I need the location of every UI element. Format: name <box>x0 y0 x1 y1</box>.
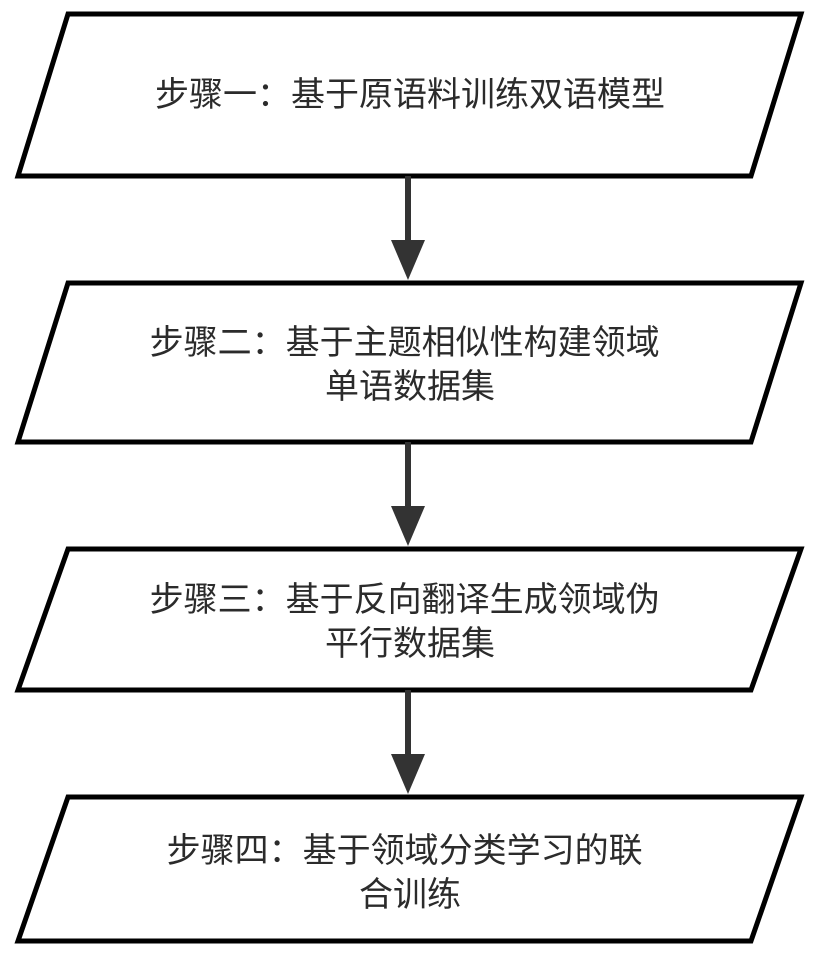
step-3-text: 步骤三：基于反向翻译生成领域伪 平行数据集 <box>150 580 671 664</box>
step-3: 步骤三：基于反向翻译生成领域伪 平行数据集 <box>14 546 805 693</box>
step-4-text: 步骤四：基于领域分类学习的联 合训练 <box>167 831 654 915</box>
step-4-line-2: 合训练 <box>359 875 461 915</box>
arrow-1-head <box>391 240 425 280</box>
arrow-step-1-to-2 <box>391 176 425 280</box>
arrow-step-3-to-4 <box>391 690 425 794</box>
step-2-text: 步骤二：基于主题相似性构建领域 单语数据集 <box>150 323 671 407</box>
step-2-line-1: 步骤二：基于主题相似性构建领域 <box>150 323 660 363</box>
arrow-3-head <box>391 754 425 794</box>
step-1-text: 步骤一：基于原语料训练双语模型 <box>155 75 665 115</box>
step-4-box <box>14 794 805 944</box>
step-1-line-1: 步骤一：基于原语料训练双语模型 <box>155 75 665 115</box>
step-3-line-1: 步骤三：基于反向翻译生成领域伪 <box>150 580 660 620</box>
step-4: 步骤四：基于领域分类学习的联 合训练 <box>14 794 805 944</box>
step-1-box <box>14 11 805 179</box>
step-4-line-1: 步骤四：基于领域分类学习的联 <box>167 831 643 871</box>
step-1: 步骤一：基于原语料训练双语模型 <box>14 11 805 179</box>
step-3-line-2: 平行数据集 <box>325 624 495 664</box>
step-2-box <box>14 280 805 445</box>
step-2-line-2: 单语数据集 <box>325 367 495 407</box>
step-3-box <box>14 546 805 693</box>
step-2: 步骤二：基于主题相似性构建领域 单语数据集 <box>14 280 805 445</box>
arrow-step-2-to-3 <box>391 442 425 546</box>
arrow-2-head <box>391 506 425 546</box>
